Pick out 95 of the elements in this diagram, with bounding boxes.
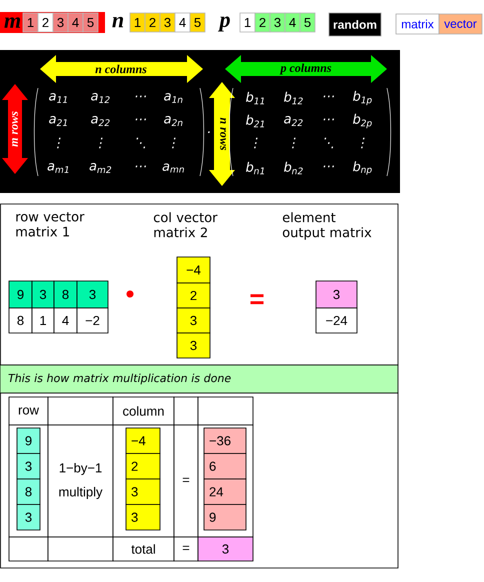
arrow-label: p columns	[280, 64, 332, 74]
arrow-label: n columns	[95, 64, 146, 74]
number-button: 1	[240, 12, 256, 32]
number-button: 3	[52, 12, 68, 32]
matrix-entry: a$_{2n}$	[164, 116, 182, 126]
matrix-cell: 6	[204, 453, 246, 480]
number-button: 2	[38, 12, 54, 32]
number-button: 4	[174, 12, 190, 32]
heading: col vector matrix 2	[154, 212, 218, 238]
matrix-entry: ⋯	[324, 118, 334, 120]
matrix-entry: a$_{11}$	[49, 93, 67, 103]
banner: This is how matrix multiplication is done	[0, 364, 398, 394]
number-button: 4	[284, 12, 300, 32]
matrix-entry: a$_{1n}$	[164, 93, 182, 103]
matrix-entry: b$_{n2}$	[284, 162, 303, 174]
matrix-entry: a$_{m2}$	[90, 163, 112, 173]
matrix-entry: b$_{np}$	[353, 161, 372, 175]
matrix-entry: a$_{mn}$	[162, 163, 184, 173]
letter-symbol: p	[218, 16, 230, 32]
toggle-button: vector	[438, 14, 482, 34]
matrix-entry: ⋮	[172, 138, 176, 148]
number-button: 5	[300, 12, 316, 32]
matrix-cell: 9	[16, 428, 40, 454]
multiplication-dot: ⋅	[208, 131, 210, 133]
random-button: random	[328, 12, 382, 36]
matrix-entry: ⋱	[324, 138, 334, 148]
matrix-entry: b$_{2p}$	[353, 114, 372, 128]
number-button: 5	[82, 12, 98, 32]
number-button: 3	[270, 12, 286, 32]
number-button: 2	[254, 12, 270, 32]
matrix-cell: 1	[32, 308, 54, 334]
matrix-cell: 3	[76, 280, 108, 308]
arrow-label: n rows	[220, 118, 226, 150]
matrix-cell: −24	[316, 308, 358, 334]
matrix-cell: 2	[176, 282, 210, 308]
matrix-entry: a$_{22}$	[91, 116, 110, 126]
matrix-cell: 3	[32, 280, 54, 308]
matrix-entry: b$_{21}$	[246, 114, 264, 128]
matrix-cell: 4	[54, 308, 78, 334]
matrix-cell: 8	[8, 308, 32, 334]
matrix-entry: ⋯	[324, 96, 334, 98]
matrix-entry: ⋮	[254, 138, 258, 148]
matrix-entry: ⋯	[324, 166, 334, 168]
matrix-cell: 24	[204, 478, 246, 505]
number-button: 1	[22, 12, 38, 32]
table-cell: =	[174, 536, 198, 562]
matrix-entry: ⋯	[136, 166, 146, 168]
matrix-cell: 3	[316, 280, 358, 308]
matrix-entry: ⋮	[292, 138, 296, 148]
number-button: 3	[160, 12, 176, 32]
matrix-entry: a$_{m1}$	[48, 163, 68, 173]
matrix-cell: 9	[204, 504, 246, 530]
matrix-entry: ⋮	[99, 138, 103, 148]
table-cell: row	[8, 396, 48, 426]
matrix-cell: −4	[176, 256, 210, 284]
table-cell	[48, 536, 114, 562]
matrix-cell: 9	[8, 280, 32, 308]
matrix-cell: 8	[16, 478, 40, 505]
matrix-cell: 8	[54, 280, 78, 308]
arrow-label: m rows	[12, 112, 18, 147]
number-button: 5	[190, 12, 206, 32]
number-button: 4	[68, 12, 84, 32]
matrix-entry: b$_{n1}$	[246, 162, 264, 174]
letter-symbol: n	[112, 16, 124, 28]
toggle-button: matrix	[396, 14, 440, 34]
number-button: 1	[130, 12, 146, 32]
matrix-entry: a$_{22}$	[284, 116, 303, 126]
matrix-cell: 3	[16, 453, 40, 480]
matrix-cell: 3	[126, 504, 160, 530]
matrix-cell: 3	[176, 308, 210, 334]
heading: element output matrix	[282, 212, 372, 240]
matrix-entry: b$_{11}$	[246, 92, 264, 104]
matrix-entry: ⋯	[136, 96, 146, 98]
matrix-cell: 3	[126, 478, 160, 505]
matrix-entry: ⋮	[361, 138, 364, 148]
matrix-entry: ⋱	[136, 138, 146, 148]
equals-sign: =	[250, 294, 264, 304]
matrix-cell: −2	[76, 308, 108, 334]
table-cell	[48, 396, 114, 426]
table-cell	[8, 536, 48, 562]
matrix-cell: −4	[126, 428, 160, 454]
matrix-entry: b$_{1p}$	[353, 90, 372, 106]
matrix-entry: b$_{12}$	[284, 92, 303, 104]
heading: row vector matrix 1	[16, 212, 84, 237]
matrix-entry: ⋯	[136, 118, 146, 120]
table-cell	[174, 396, 198, 426]
matrix-cell: −36	[204, 428, 246, 454]
table-cell: 3	[198, 536, 254, 562]
matrix-cell: 3	[16, 504, 40, 530]
number-button: 2	[144, 12, 160, 32]
matrix-entry: a$_{12}$	[91, 93, 110, 103]
matrix-cell: 3	[176, 332, 210, 358]
matrix-entry: ⋮	[57, 138, 61, 148]
matrix-entry: a$_{21}$	[49, 116, 67, 126]
matrix-cell: 2	[126, 453, 160, 480]
